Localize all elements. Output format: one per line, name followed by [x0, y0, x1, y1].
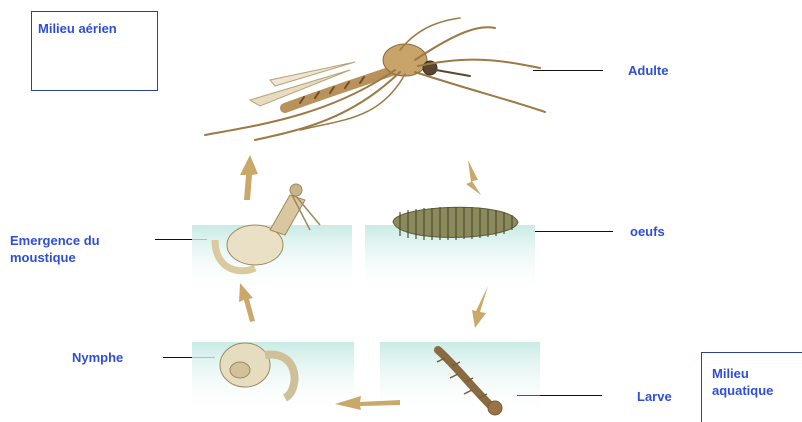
arrow-emergence-to-adult [240, 155, 258, 200]
water-panel-larva [380, 342, 540, 417]
adult-mosquito-icon [205, 18, 545, 140]
arrow-adult-to-eggs [466, 160, 481, 195]
